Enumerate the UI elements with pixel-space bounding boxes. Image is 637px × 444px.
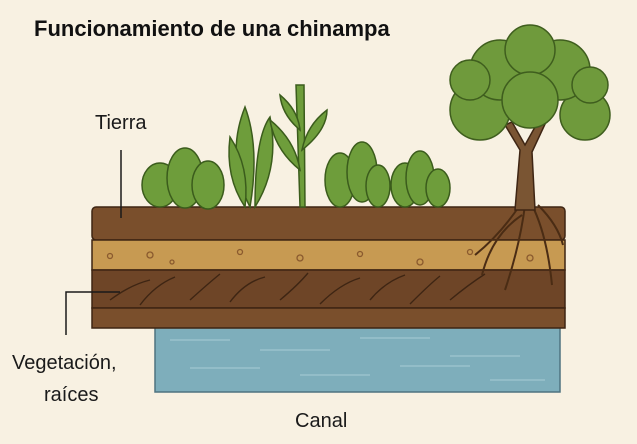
tree-trunk	[503, 116, 547, 211]
sand-pebbles	[106, 248, 534, 266]
soil-label: Tierra	[95, 112, 147, 134]
bottom-soil-layer	[91, 307, 566, 329]
topsoil-layer	[91, 206, 566, 241]
canal-water	[154, 321, 561, 393]
vegetation-label-line2: raíces	[44, 384, 99, 406]
tree	[449, 24, 611, 211]
root-layer	[91, 269, 566, 309]
water-ripples	[170, 337, 545, 381]
lettuce-plant	[141, 147, 225, 210]
roots	[109, 272, 486, 306]
tree-canopy	[449, 24, 611, 141]
corn-plant	[268, 84, 328, 208]
lettuce-plant-2	[390, 150, 451, 208]
soil-block	[91, 206, 566, 329]
leafy-plant	[228, 104, 274, 210]
diagram-title: Funcionamiento de una chinampa	[34, 16, 390, 41]
crops	[141, 84, 451, 210]
vegetation-leader-line	[65, 291, 120, 335]
vegetation-label-line1: Vegetación,	[12, 352, 117, 374]
canal-label: Canal	[295, 410, 348, 432]
chard-plant	[324, 141, 391, 208]
